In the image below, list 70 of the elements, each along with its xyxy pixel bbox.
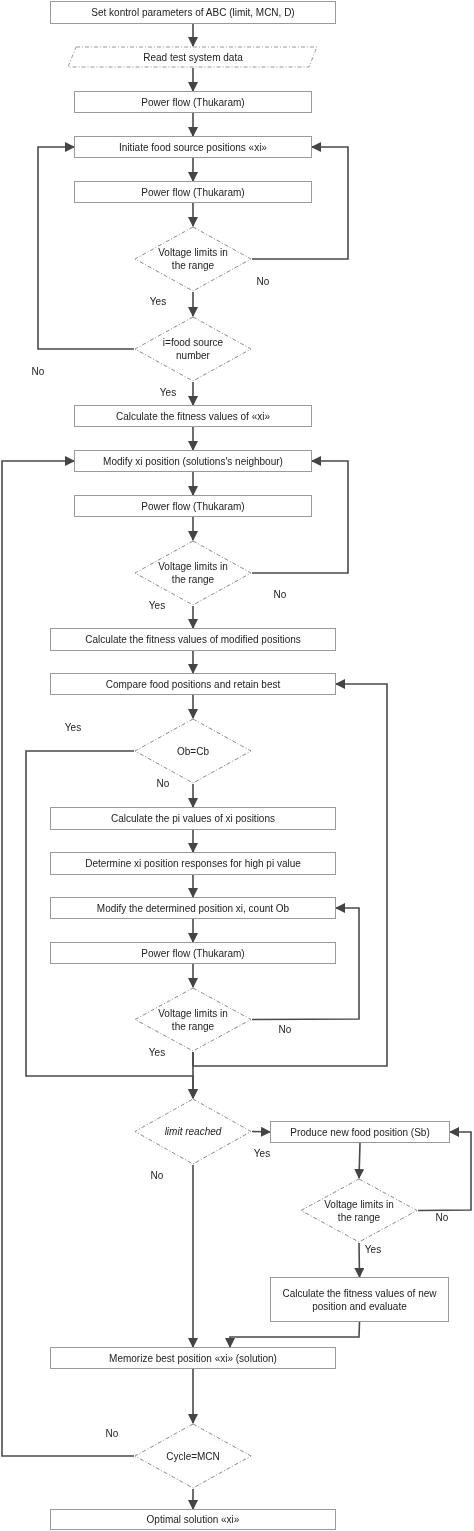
edge-label: Yes — [147, 600, 167, 612]
edge-label: Yes — [158, 387, 178, 399]
arrow — [192, 679, 388, 1067]
arrow — [188, 112, 198, 137]
process-box: Modify the determined position xi, count Ob — [50, 897, 336, 919]
edge-label: Yes — [363, 1244, 383, 1256]
process-box: Optimal solution «xi» — [50, 1509, 336, 1530]
edge-label: No — [149, 1170, 165, 1182]
arrow — [188, 605, 198, 629]
process-box: Power flow (Thukaram) — [74, 495, 312, 517]
arrow — [188, 1164, 198, 1348]
arrow — [188, 918, 198, 943]
arrow — [188, 1368, 198, 1424]
process-box: Calculate the pi values of xi positions — [50, 807, 336, 830]
process-box: Calculate the fitness values of modified positions — [50, 628, 336, 651]
decision-diamond: Voltage limits in the range — [300, 1178, 418, 1243]
process-box: Determine xi position responses for high pi value — [50, 852, 336, 875]
arrow — [188, 829, 198, 853]
edge-label: No — [30, 366, 46, 378]
arrow — [417, 1127, 472, 1212]
edge-label: Yes — [147, 1047, 167, 1059]
edge-label: Yes — [148, 296, 168, 308]
arrow — [188, 516, 198, 541]
process-box: Memorize best position «xi» (solution) — [50, 1347, 336, 1369]
arrow — [251, 456, 349, 574]
arrow — [188, 291, 198, 317]
arrow — [251, 142, 349, 260]
decision-diamond: Voltage limits in the range — [134, 226, 252, 292]
decision-diamond: Cycle=MCN — [134, 1423, 252, 1489]
edge-label: No — [277, 1024, 293, 1036]
process-box: Set kontrol parameters of ABC (limit, MCN, D) — [50, 1, 336, 24]
data-parallelogram: Read test system data — [68, 46, 318, 68]
arrow — [188, 381, 198, 406]
arrow — [188, 471, 198, 496]
edge-label: No — [272, 589, 288, 601]
process-box: Calculate the fitness values of «xi» — [74, 405, 312, 427]
arrow — [354, 1242, 365, 1278]
arrow — [188, 694, 198, 719]
process-box: Initiate food source positions «xi» — [74, 136, 312, 158]
arrow — [188, 650, 198, 674]
arrow — [188, 783, 198, 808]
decision-diamond: limit reached — [134, 1098, 252, 1165]
arrow — [354, 1142, 365, 1179]
arrow — [188, 23, 198, 47]
arrow — [188, 1488, 198, 1510]
process-box: Power flow (Thukaram) — [74, 91, 312, 113]
arrow — [188, 426, 198, 451]
arrow — [1, 456, 135, 1457]
arrow — [188, 202, 198, 227]
edge-label: Yes — [63, 722, 83, 734]
arrow — [188, 67, 198, 92]
edge-label: No — [104, 1428, 120, 1440]
process-box: Produce new food position (Sb) — [270, 1121, 450, 1143]
process-box: Calculate the fitness values of new position and evaluate — [270, 1277, 449, 1322]
arrow — [251, 1126, 271, 1137]
process-box: Power flow (Thukaram) — [74, 181, 312, 203]
edge-label: Yes — [252, 1148, 272, 1160]
edge-label: No — [155, 778, 171, 790]
arrow — [37, 142, 135, 350]
process-box: Modify xi position (solutions's neighbour) — [74, 450, 312, 472]
arrow — [225, 1321, 361, 1348]
arrow — [188, 874, 198, 898]
edge-label: No — [434, 1212, 450, 1224]
edge-label: No — [255, 276, 271, 288]
process-box: Power flow (Thukaram) — [50, 942, 336, 964]
arrow — [188, 963, 198, 988]
process-box: Compare food positions and retain best — [50, 673, 336, 695]
decision-diamond: i=food source number — [134, 316, 252, 382]
arrow — [251, 903, 360, 1021]
arrow — [188, 157, 198, 182]
